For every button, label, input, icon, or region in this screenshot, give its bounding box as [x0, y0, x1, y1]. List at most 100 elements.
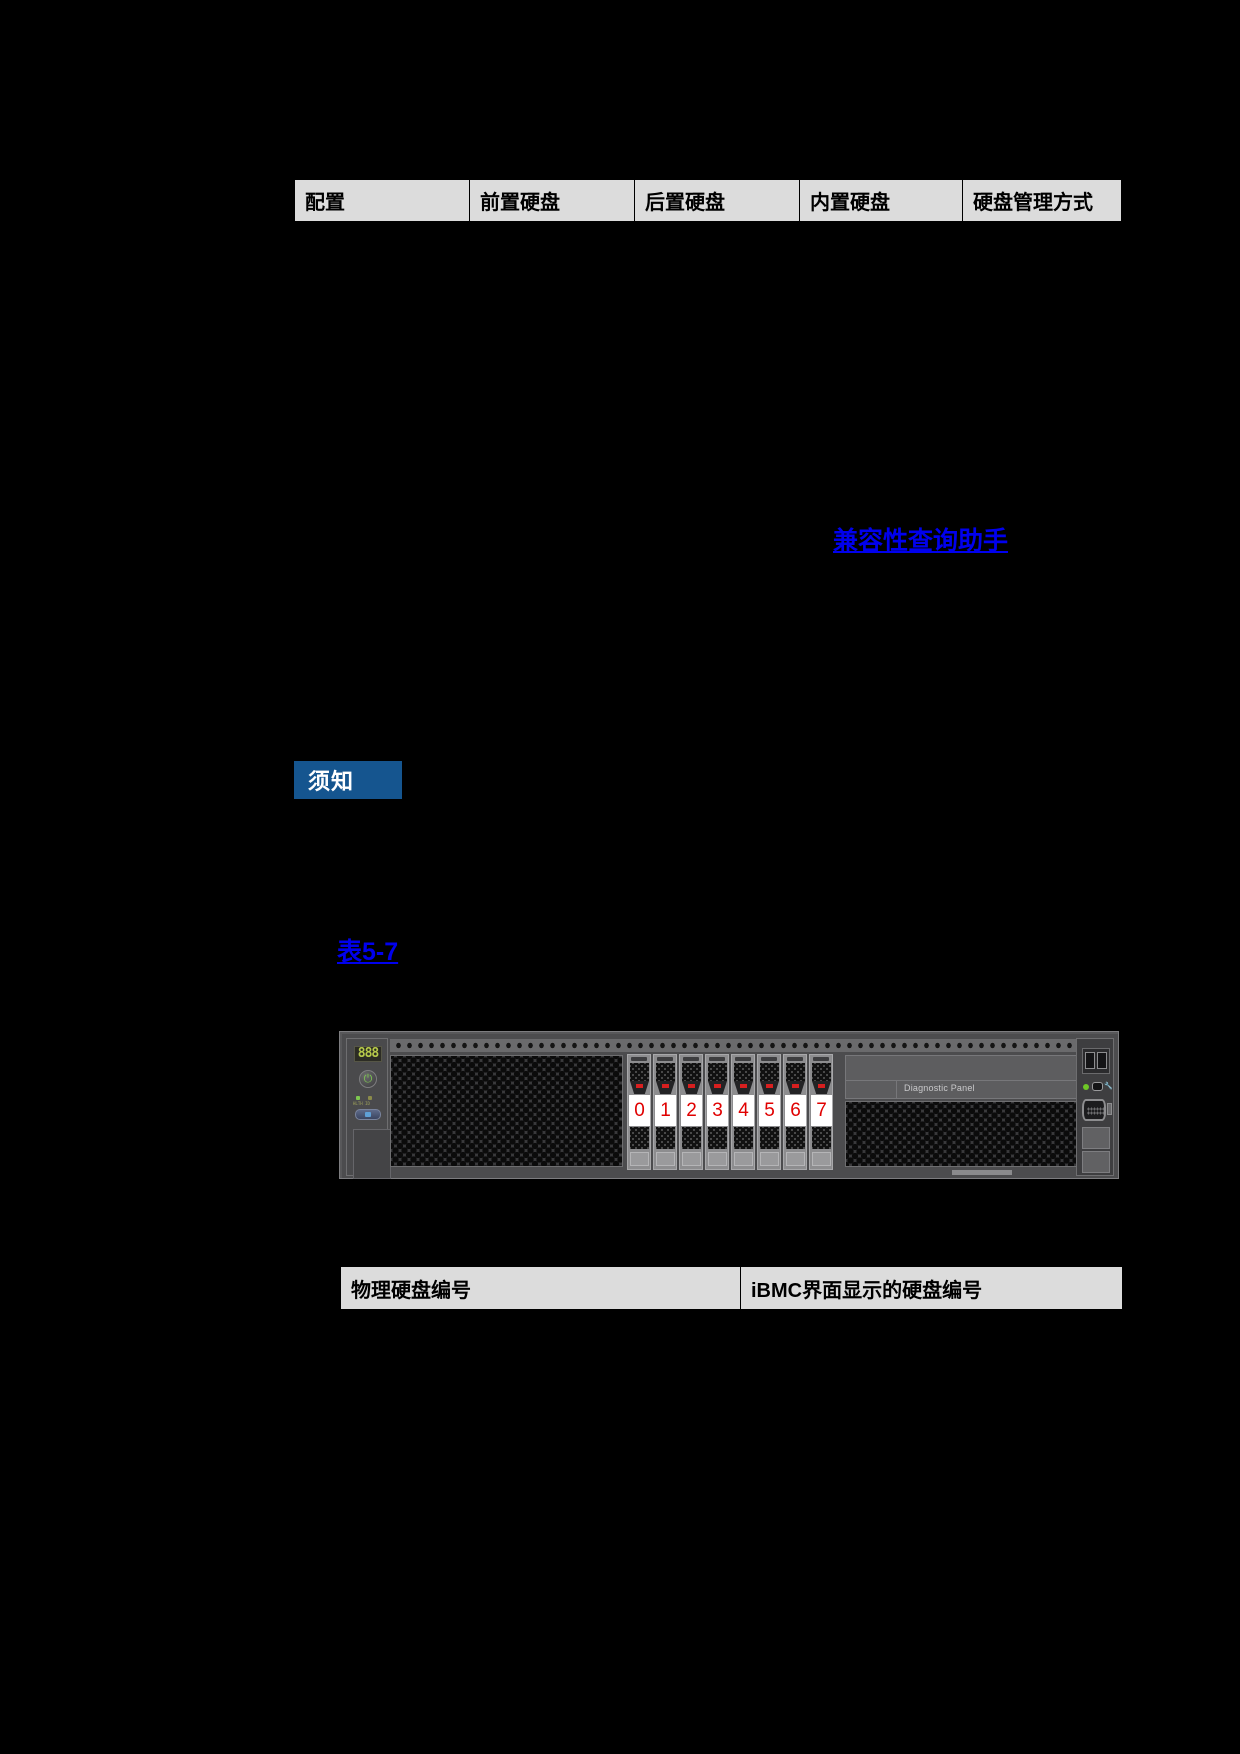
- table-header-row: 配置 前置硬盘 后置硬盘 内置硬盘 硬盘管理方式: [294, 179, 1122, 222]
- drive-vent-top: [630, 1063, 649, 1081]
- drive-number-label-4: 4: [733, 1095, 754, 1126]
- drive-number-label-2: 2: [681, 1095, 702, 1126]
- drive-vent-bottom: [708, 1127, 727, 1149]
- table-header-cell-configuration: 配置: [294, 179, 470, 222]
- drive-vent-bottom: [682, 1127, 701, 1149]
- drive-latch-icon: [813, 1057, 829, 1061]
- drive-vent-top: [682, 1063, 701, 1081]
- server-front-panel-figure: 888 ⏻ HLTH ID 0: [339, 1031, 1119, 1179]
- drive-latch-icon: [735, 1057, 751, 1061]
- io-blank-panel-2: [1082, 1151, 1110, 1173]
- notice-badge-label: 须知: [308, 769, 355, 794]
- drive-handle-icon[interactable]: [760, 1081, 779, 1094]
- drive-vent-bottom: [656, 1127, 675, 1149]
- drive-handle-icon[interactable]: [786, 1081, 805, 1094]
- drive-vent-bottom: [812, 1127, 831, 1149]
- drive-latch-icon: [761, 1057, 777, 1061]
- diagnostic-panel-label: Diagnostic Panel: [904, 1083, 975, 1093]
- drive-vent-bottom: [734, 1127, 753, 1149]
- io-middle-group: 🔧: [1082, 1079, 1113, 1095]
- chassis-bottom-tab: [952, 1170, 1012, 1175]
- drive-number-label-5: 5: [759, 1095, 780, 1126]
- drive-latch-icon: [709, 1057, 725, 1061]
- drive-number-label-0: 0: [629, 1095, 650, 1126]
- wrench-icon: 🔧: [1104, 1083, 1113, 1090]
- drive-bay-6[interactable]: 6: [783, 1054, 807, 1170]
- drive-bay-1[interactable]: 1: [653, 1054, 677, 1170]
- status-led-group: [354, 1094, 384, 1102]
- vga-screw-icon: [1107, 1103, 1112, 1115]
- left-control-panel: 888 ⏻ HLTH ID: [346, 1038, 391, 1179]
- table-header-cell-front-drives: 前置硬盘: [469, 179, 635, 222]
- status-led-icon: [1083, 1084, 1089, 1090]
- drive-handle-icon[interactable]: [734, 1081, 753, 1094]
- server-chassis: 888 ⏻ HLTH ID 0: [339, 1031, 1119, 1179]
- drive-foot: [682, 1152, 701, 1166]
- table-header-cell-ibmc-disk-number: iBMC界面显示的硬盘编号: [740, 1266, 1123, 1310]
- disk-number-mapping-table: 物理硬盘编号 iBMC界面显示的硬盘编号: [340, 1266, 1123, 1310]
- diagnostic-panel-divider: [896, 1080, 897, 1099]
- right-io-panel: 🔧: [1076, 1038, 1114, 1176]
- notice-badge: 须知: [294, 761, 402, 799]
- diagnostic-panel: Diagnostic Panel: [845, 1055, 1105, 1099]
- health-led-icon: [356, 1096, 360, 1100]
- drive-latch-icon: [631, 1057, 647, 1061]
- drive-vent-top: [760, 1063, 779, 1081]
- drive-bay-0[interactable]: 0: [627, 1054, 651, 1170]
- uid-button[interactable]: [355, 1109, 381, 1120]
- diagnostic-panel-row: [846, 1080, 1104, 1099]
- left-ear-blank-panel: [353, 1129, 391, 1179]
- drive-vent-bottom: [786, 1127, 805, 1149]
- table-header-cell-physical-disk-number: 物理硬盘编号: [340, 1266, 741, 1310]
- drive-latch-icon: [657, 1057, 673, 1061]
- drive-vent-top: [656, 1063, 675, 1081]
- left-perforated-panel: [390, 1055, 623, 1167]
- drive-foot: [760, 1152, 779, 1166]
- lcd-display: 888: [354, 1046, 382, 1062]
- io-blank-panel-1: [1082, 1127, 1110, 1149]
- table-header-row: 物理硬盘编号 iBMC界面显示的硬盘编号: [340, 1266, 1123, 1310]
- drive-bay-2[interactable]: 2: [679, 1054, 703, 1170]
- drive-vent-bottom: [630, 1127, 649, 1149]
- drive-number-label-1: 1: [655, 1095, 676, 1126]
- power-button-icon[interactable]: ⏻: [359, 1070, 377, 1088]
- drive-number-label-6: 6: [785, 1095, 806, 1126]
- table-header-cell-internal-drives: 内置硬盘: [799, 179, 963, 222]
- drive-foot: [786, 1152, 805, 1166]
- drive-handle-icon[interactable]: [682, 1081, 701, 1094]
- drive-number-label-3: 3: [707, 1095, 728, 1126]
- drive-bay-3[interactable]: 3: [705, 1054, 729, 1170]
- usb-port-group[interactable]: [1082, 1048, 1110, 1074]
- drive-bay-area: 0 1 2: [627, 1054, 839, 1170]
- drive-vent-top: [708, 1063, 727, 1081]
- drive-handle-icon[interactable]: [708, 1081, 727, 1094]
- drive-foot: [630, 1152, 649, 1166]
- usb-port-icon[interactable]: [1097, 1052, 1107, 1069]
- drive-handle-icon[interactable]: [630, 1081, 649, 1094]
- drive-foot: [812, 1152, 831, 1166]
- drive-handle-icon[interactable]: [812, 1081, 831, 1094]
- drive-foot: [656, 1152, 675, 1166]
- table-header-cell-drive-management: 硬盘管理方式: [962, 179, 1122, 222]
- vga-port-icon[interactable]: [1082, 1099, 1106, 1121]
- right-perforated-panel: [845, 1101, 1105, 1167]
- usb-port-icon[interactable]: [1085, 1052, 1095, 1069]
- drive-latch-icon: [683, 1057, 699, 1061]
- drive-vent-top: [734, 1063, 753, 1081]
- led-group-label: HLTH ID: [353, 1101, 370, 1106]
- compatibility-checker-link[interactable]: 兼容性查询助手: [833, 527, 1009, 555]
- top-vent-strip: [390, 1039, 1106, 1052]
- drive-foot: [708, 1152, 727, 1166]
- drive-number-label-7: 7: [811, 1095, 832, 1126]
- type-c-port-icon[interactable]: [1092, 1082, 1103, 1091]
- table-header-cell-rear-drives: 后置硬盘: [634, 179, 800, 222]
- drive-handle-icon[interactable]: [656, 1081, 675, 1094]
- drive-latch-icon: [787, 1057, 803, 1061]
- table-reference-link[interactable]: 表5-7: [337, 938, 399, 966]
- drive-bay-5[interactable]: 5: [757, 1054, 781, 1170]
- server-chassis-inner: 888 ⏻ HLTH ID 0: [342, 1034, 1118, 1179]
- drive-bay-4[interactable]: 4: [731, 1054, 755, 1170]
- drive-bay-7[interactable]: 7: [809, 1054, 833, 1170]
- drive-vent-bottom: [760, 1127, 779, 1149]
- drive-foot: [734, 1152, 753, 1166]
